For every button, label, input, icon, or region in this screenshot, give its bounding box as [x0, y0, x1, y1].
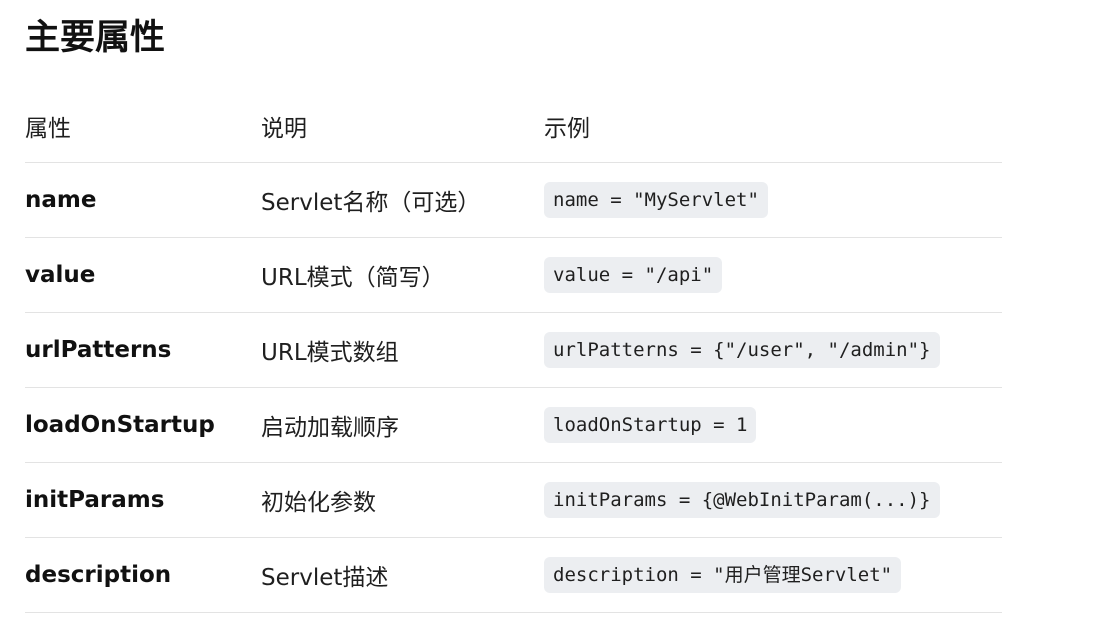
property-description: 初始化参数: [261, 462, 544, 538]
property-example-cell: urlPatterns = {"/user", "/admin"}: [544, 312, 1002, 388]
property-example-cell: initParams = {@WebInitParam(...)}: [544, 462, 1002, 538]
header-description: 说明: [261, 90, 544, 163]
property-name: urlPatterns: [25, 312, 261, 388]
code-example: value = "/api": [544, 257, 723, 293]
property-example-cell: description = "用户管理Servlet": [544, 537, 1002, 613]
table-row: urlPatterns URL模式数组 urlPatterns = {"/use…: [25, 312, 1002, 388]
property-name: name: [25, 162, 261, 238]
property-description: URL模式（简写）: [261, 237, 544, 313]
table-row: value URL模式（简写） value = "/api": [25, 237, 1002, 313]
property-name: initParams: [25, 462, 261, 538]
table-row: loadOnStartup 启动加载顺序 loadOnStartup = 1: [25, 387, 1002, 463]
code-example: description = "用户管理Servlet": [544, 557, 902, 593]
property-example-cell: name = "MyServlet": [544, 162, 1002, 238]
property-example-cell: loadOnStartup = 1: [544, 387, 1002, 463]
table-row: initParams 初始化参数 initParams = {@WebInitP…: [25, 462, 1002, 538]
header-example: 示例: [544, 90, 1002, 163]
table-row: name Servlet名称（可选） name = "MyServlet": [25, 162, 1002, 238]
code-example: urlPatterns = {"/user", "/admin"}: [544, 332, 940, 368]
property-name: value: [25, 237, 261, 313]
property-description: Servlet描述: [261, 537, 544, 613]
page-title: 主要属性: [25, 18, 166, 58]
code-example: name = "MyServlet": [544, 182, 768, 218]
code-example: loadOnStartup = 1: [544, 407, 757, 443]
property-description: URL模式数组: [261, 312, 544, 388]
property-description: 启动加载顺序: [261, 387, 544, 463]
properties-table: 属性 说明 示例 name Servlet名称（可选） name = "MySe…: [25, 90, 1002, 613]
code-example: initParams = {@WebInitParam(...)}: [544, 482, 940, 518]
property-name: loadOnStartup: [25, 387, 261, 463]
table-row: description Servlet描述 description = "用户管…: [25, 537, 1002, 613]
property-description: Servlet名称（可选）: [261, 162, 544, 238]
property-example-cell: value = "/api": [544, 237, 1002, 313]
table-header-row: 属性 说明 示例: [25, 90, 1002, 163]
property-name: description: [25, 537, 261, 613]
header-property: 属性: [25, 90, 261, 163]
